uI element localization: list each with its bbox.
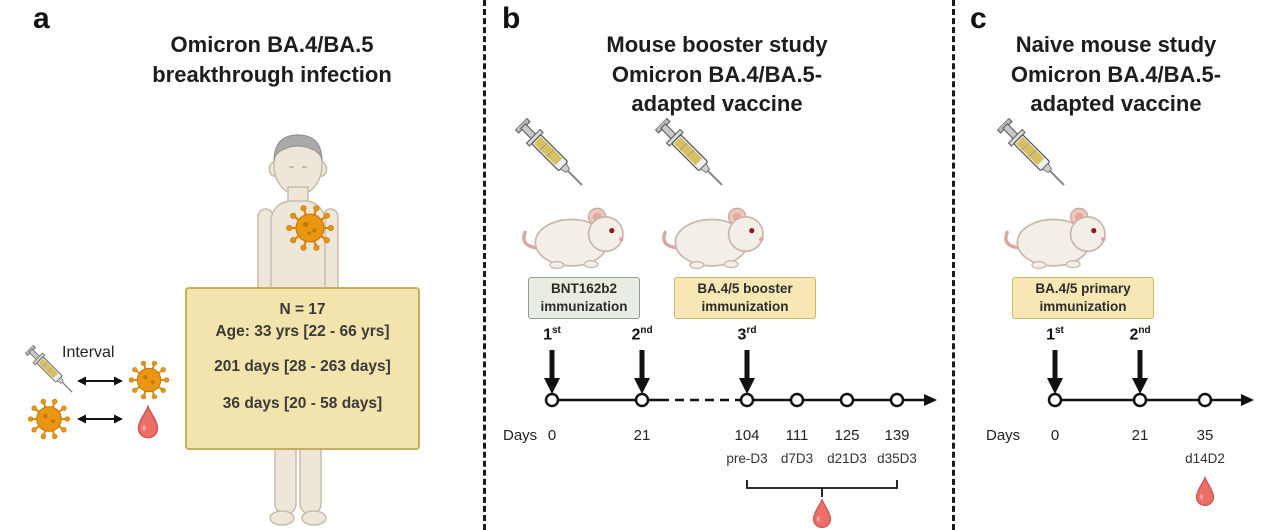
timepoint-circle — [544, 392, 905, 408]
panel-c-label: c — [970, 2, 987, 35]
virus-icon — [27, 398, 71, 440]
syringe-icon — [650, 113, 733, 196]
mouse-icon — [662, 207, 764, 270]
cohort-n: N = 17 — [279, 301, 326, 318]
day-tick: 0 — [547, 427, 557, 444]
day-tick: 21 — [1131, 427, 1149, 444]
day-tick: 21 — [633, 427, 651, 444]
ba45-booster-immunization-box: BA.4/5 booster immunization — [674, 277, 816, 319]
mouse-icon — [1004, 207, 1106, 270]
syringe-icon — [992, 113, 1075, 196]
day-tick: 0 — [1050, 427, 1060, 444]
panel-a-title: Omicron BA.4/BA.5 breakthrough infection — [152, 32, 392, 87]
day-tick: 35 — [1196, 427, 1214, 444]
mouse-icon — [522, 207, 624, 270]
dose-number: 3 — [737, 326, 747, 344]
dose-suffix: nd — [640, 325, 653, 336]
dose-arrow-icon — [544, 350, 755, 394]
dose-number: 2 — [631, 326, 641, 344]
panel-a-label: a — [33, 2, 50, 35]
dose-suffix: nd — [1138, 325, 1151, 336]
blood-drop-icon — [1195, 476, 1215, 507]
cohort-info-box: N = 17 Age: 33 yrs [22 - 66 yrs] 201 day… — [185, 287, 420, 450]
panel-divider-bc — [952, 0, 955, 530]
cohort-infection-interval: 201 days [28 - 263 days] — [214, 358, 391, 375]
timepoint-label: d14D2 — [1185, 451, 1225, 466]
panel-divider-ab — [483, 0, 486, 530]
syringe-icon — [510, 113, 593, 196]
days-axis-label: Days — [986, 427, 1021, 444]
blood-drop-icon — [137, 404, 159, 439]
timeline-c — [1047, 350, 1254, 408]
virus-icon — [286, 205, 334, 251]
panel-c-title: Naive mouse study Omicron BA.4/BA.5- ada… — [1010, 32, 1222, 117]
day-tick: 111 — [785, 427, 809, 444]
dose-label-1st: 1st — [530, 325, 574, 344]
double-arrow-icon — [77, 376, 123, 386]
timeline-arrowhead — [1241, 394, 1254, 406]
timepoint-label: d21D3 — [827, 451, 867, 466]
ba45-primary-immunization-box: BA.4/5 primary immunization — [1012, 277, 1154, 319]
dose-suffix: st — [1055, 325, 1064, 336]
virus-icon — [128, 360, 170, 400]
days-axis-label: Days — [503, 427, 538, 444]
dose-number: 1 — [543, 326, 552, 344]
dose-label-1st: 1st — [1033, 325, 1077, 344]
blood-drop-icon — [812, 498, 832, 529]
timeline-b — [544, 350, 937, 497]
day-tick: 104 — [734, 427, 760, 444]
cohort-sampling-interval: 36 days [20 - 58 days] — [222, 395, 383, 412]
day-tick: 125 — [834, 427, 860, 444]
dose-number: 2 — [1129, 326, 1139, 344]
dose-label-2nd: 2nd — [1118, 325, 1162, 344]
dose-suffix: st — [552, 325, 561, 336]
dose-label-3rd: 3rd — [725, 325, 769, 344]
timepoint-circle — [1047, 392, 1213, 408]
dose-arrow-icon — [1047, 350, 1148, 394]
double-arrow-icon — [77, 414, 123, 424]
dose-number: 1 — [1046, 326, 1055, 344]
dose-label-2nd: 2nd — [620, 325, 664, 344]
dose-suffix: rd — [746, 325, 757, 336]
syringe-icon — [21, 341, 80, 400]
cohort-age: Age: 33 yrs [22 - 66 yrs] — [215, 323, 390, 340]
timepoint-label: d7D3 — [780, 451, 814, 466]
timepoint-label: pre-D3 — [726, 451, 768, 466]
timepoint-label: d35D3 — [877, 451, 917, 466]
day-tick: 139 — [884, 427, 910, 444]
panel-b-title: Mouse booster study Omicron BA.4/BA.5- a… — [606, 32, 828, 117]
sampling-bracket — [746, 480, 898, 497]
bnt162b2-immunization-box: BNT162b2 immunization — [528, 277, 640, 319]
panel-b-label: b — [502, 2, 521, 35]
interval-label: Interval — [62, 344, 115, 361]
timeline-arrowhead — [924, 394, 937, 406]
